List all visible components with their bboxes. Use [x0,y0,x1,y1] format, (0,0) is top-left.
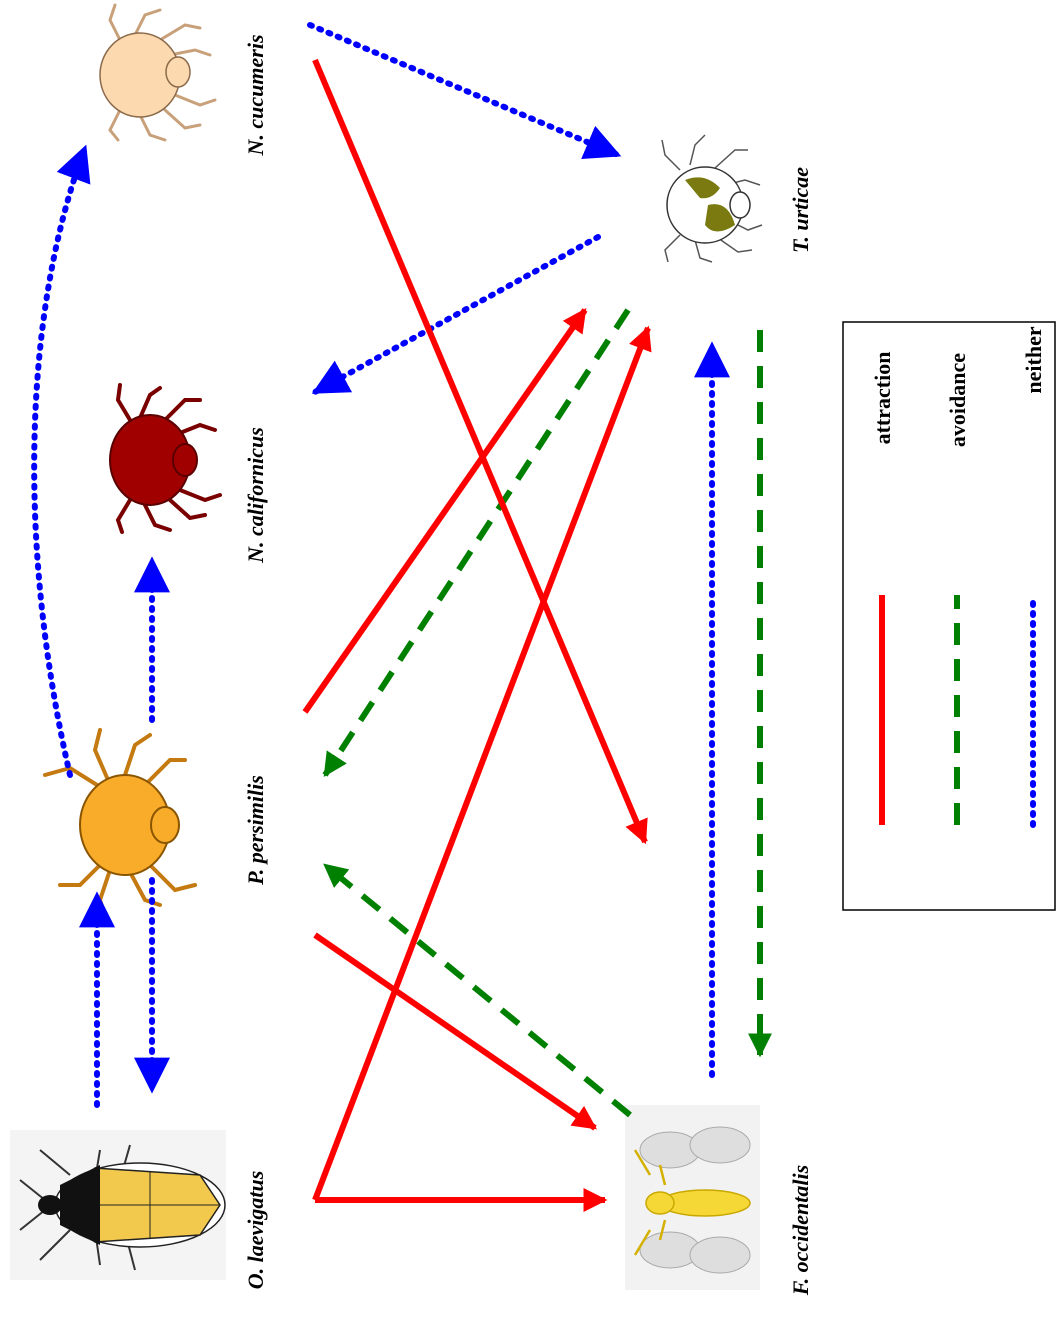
legend-avoidance-label: avoidance [945,353,970,447]
avoidance-arrows [322,308,772,1118]
neither-arrows [31,22,730,1108]
arrow-turticae-to-ppersimilis [322,308,631,778]
o-laevigatus-illustration [10,1130,226,1280]
arrow-ncucumeris-to-foccidentalis [312,58,648,845]
n-cucumeris-illustration [99,3,217,142]
arrow-ppersimilis-to-turticae [302,308,588,714]
label-p-persimilis: P. persimilis [243,775,268,886]
legend-box [842,321,1056,911]
arrow-foccidentalis-to-ppersimilis [323,862,632,1118]
legend-neither-label: neither [1021,326,1046,393]
label-o-laevigatus: O. laevigatus [243,1171,268,1290]
label-t-urticae: T. urticae [788,167,813,253]
label-n-californicus: N. californicus [243,427,268,564]
legend: attraction avoidance neither [842,321,1056,911]
arrow-ppersimilis-to-ncucumeris [31,144,91,778]
n-californicus-illustration [109,383,222,534]
arrow-ppersimilis-to-foccidentalis [313,932,597,1131]
t-urticae-illustration [661,134,763,263]
arrow-olaevigatus-to-turticae [312,325,652,1202]
f-occidentalis-illustration [625,1105,760,1290]
legend-attraction-label: attraction [870,352,895,445]
arrow-ncucumeris-to-turticae [307,22,622,159]
label-n-cucumeris: N. cucumeris [243,35,268,157]
arrow-turticae-to-ncalifornicus [311,234,601,395]
label-f-occidentalis: F. occidentalis [788,1165,813,1296]
attraction-arrows [302,58,652,1212]
